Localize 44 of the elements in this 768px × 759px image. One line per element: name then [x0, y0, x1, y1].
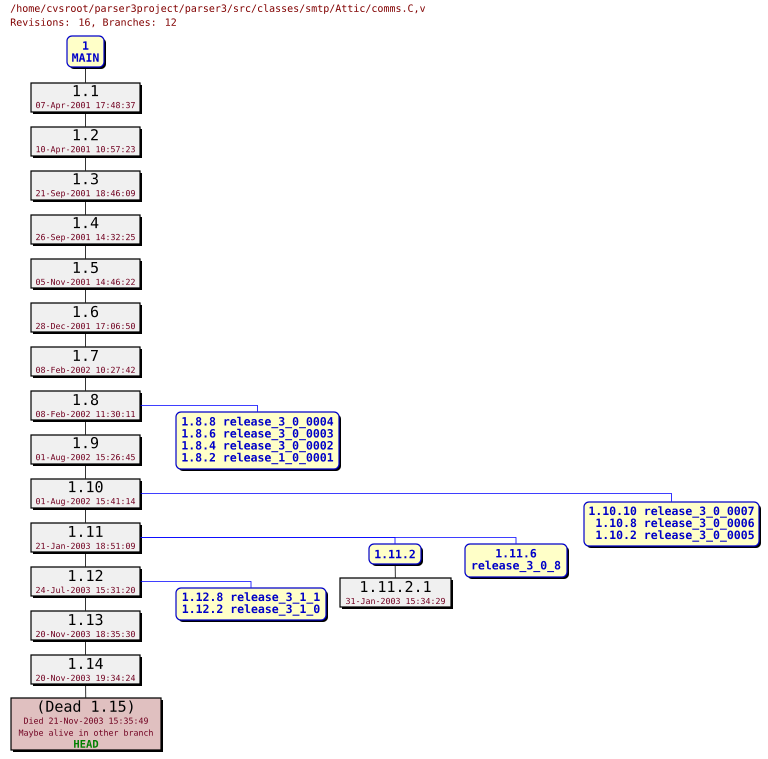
revision-count: Revisions: 16, Branches: 12 — [10, 18, 176, 28]
connector-line — [85, 552, 86, 567]
connector-line — [85, 420, 86, 435]
revision-box: 1.9 01-Aug-2002 15:26:45 — [30, 434, 142, 466]
connector-line — [85, 67, 86, 83]
connector-line — [85, 684, 86, 698]
connector-line — [140, 581, 252, 588]
connector-line — [85, 288, 86, 303]
connector-line — [140, 405, 258, 412]
dead-revision-box: (Dead 1.15) Died 21-Nov-2003 15:35:49 Maybe alive in other branch HEAD — [10, 697, 163, 752]
revision-box: 1.11.2.1 31-Jan-2003 15:34:29 — [339, 577, 453, 609]
tag-box: 1.12.8 release_3_1_1 1.12.2 release_3_1_0 — [175, 587, 328, 622]
tag-box: 1.11.2 — [368, 543, 423, 566]
connector-line — [85, 156, 86, 171]
branch-box: 1 MAIN — [66, 35, 106, 69]
connector-line — [85, 376, 86, 391]
connector-line — [140, 493, 672, 502]
tag-box: 1.10.10 release_3_0_0007 1.10.8 release_3_0_0006 1.10.2 release_3_0_0005 — [583, 501, 761, 548]
revision-box: 1.3 21-Sep-2001 18:46:09 — [30, 170, 142, 202]
connector-line — [85, 112, 86, 127]
connector-line — [85, 200, 86, 215]
revision-box: 1.2 10-Apr-2001 10:57:23 — [30, 126, 142, 158]
connector-line — [85, 508, 86, 523]
revision-box: 1.13 20-Nov-2003 18:35:30 — [30, 610, 142, 642]
revision-box: 1.8 08-Feb-2002 11:30:11 — [30, 390, 142, 422]
revision-box: 1.12 24-Jul-2003 15:31:20 — [30, 566, 142, 598]
revision-box: 1.10 01-Aug-2002 15:41:14 — [30, 478, 142, 510]
connector-line — [140, 537, 516, 544]
revision-box: 1.7 08-Feb-2002 10:27:42 — [30, 346, 142, 378]
connector-line — [85, 244, 86, 259]
revision-box: 1.6 28-Dec-2001 17:06:50 — [30, 302, 142, 334]
revision-box: 1.14 20-Nov-2003 19:34:24 — [30, 654, 142, 686]
tag-box: 1.8.8 release_3_0_0004 1.8.6 release_3_0_0003 1.8.4 release_3_0_0002 1.8.2 release_1_0_0001 — [175, 411, 341, 471]
connector-line — [394, 564, 396, 578]
revision-box: 1.1 07-Apr-2001 17:48:37 — [30, 82, 142, 114]
connector-line — [85, 640, 86, 655]
file-path-title: /home/cvsroot/parser3project/parser3/src/classes/smtp/Attic/comms.C,v — [10, 4, 426, 14]
connector-line — [85, 332, 86, 347]
revision-box: 1.4 26-Sep-2001 14:32:25 — [30, 214, 142, 246]
connector-line — [85, 596, 86, 611]
connector-line — [85, 464, 86, 479]
tag-box: 1.11.6 release_3_0_8 — [464, 543, 569, 579]
revision-box: 1.5 05-Nov-2001 14:46:22 — [30, 258, 142, 290]
revision-box: 1.11 21-Jan-2003 18:51:09 — [30, 522, 142, 554]
